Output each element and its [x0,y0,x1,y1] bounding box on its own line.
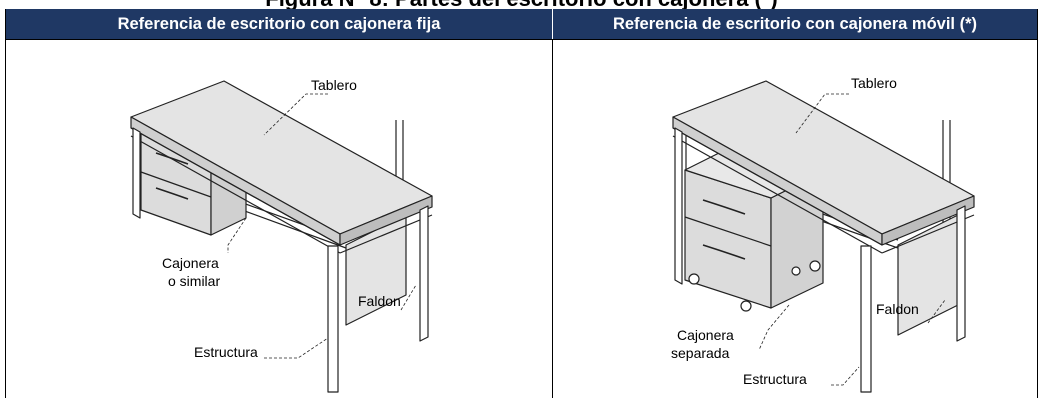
label-cajonera: Cajonera [162,255,219,271]
label-faldon: Faldon [358,293,401,309]
label-o-similar: o similar [168,273,220,289]
caster-front-left [688,273,700,285]
label-estructura: Estructura [743,371,807,387]
label-tablero: Tablero [311,77,357,93]
drawer-handle-top [702,199,746,215]
header-mobile-drawer: Referencia de escritorio con cajonera mó… [553,9,1037,39]
label-tablero: Tablero [851,75,897,91]
label-faldon: Faldon [876,301,919,317]
caster-front-right [740,300,752,312]
front-right-leg [860,245,872,393]
column-divider [552,40,553,398]
drawer-handle-bottom [155,187,189,200]
figure-table: Referencia de escritorio con cajonera fi… [5,9,1038,398]
figure-title: Figura N° 8: Partes del escritorio con c… [0,0,1043,12]
caster-back-right [809,260,821,272]
label-estructura: Estructura [194,344,258,360]
front-left-leg [132,127,141,219]
side-right-leg [419,205,429,342]
label-separada: separada [671,345,730,361]
front-left-leg [674,127,683,285]
header-divider [552,9,553,39]
side-right-leg [956,205,966,342]
drawer-handle-bottom [702,244,746,260]
header-fixed-drawer: Referencia de escritorio con cajonera fi… [6,9,552,39]
desk-mobile-drawer-illustration: Tablero Cajonera separada Faldon Estruct… [671,75,975,393]
header-row-border [6,39,1037,40]
label-cajonera: Cajonera [677,327,734,343]
drawer-handle-top [155,152,189,165]
desk-fixed-drawer-illustration: Tablero Cajonera o similar Faldon Estruc… [130,77,433,393]
front-right-leg [327,245,339,393]
